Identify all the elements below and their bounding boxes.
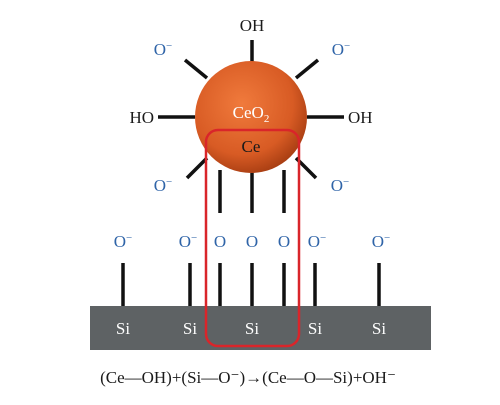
surface-oxide-label: O− [179,232,198,251]
ce-core-label: Ce [242,137,261,156]
reaction-equation: (Ce—OH)+(Si—O⁻)→(Ce—O—Si)+OH⁻ [100,368,396,387]
particle-oxide-label: O− [332,40,351,59]
hydroxyl-label-top: OH [240,16,265,35]
hydroxyl-label-right: OH [348,108,373,127]
surface-oxide-labels: O− O− O O O O− O− [114,232,391,251]
surface-oxide-label: O− [372,232,391,251]
si-label: Si [372,319,386,338]
surface-oxide-label: O− [114,232,133,251]
surface-oxide-label: O [246,232,258,251]
si-label: Si [308,319,322,338]
substrate-labels: Si Si Si Si Si [116,319,386,338]
bonding-site-highlight [204,128,301,348]
si-label: Si [183,319,197,338]
particle-oxide-label: O− [331,176,350,195]
particle-oxide-labels: O− O− O− O− [154,40,351,195]
ceo2-particle [195,61,307,173]
surface-bonds [121,263,381,306]
particle-oxide-label: O− [154,40,173,59]
si-label: Si [245,319,259,338]
particle-formula: CeO2 [233,103,270,125]
particle-bond [294,58,320,80]
surface-oxide-label: O− [308,232,327,251]
surface-oxide-label: O [278,232,290,251]
particle-oxide-label: O− [154,176,173,195]
particle-bond [185,156,209,180]
hydroxyl-label-left: HO [129,108,154,127]
particle-bond [183,58,209,80]
silicon-substrate [90,306,431,350]
si-label: Si [116,319,130,338]
surface-oxide-label: O [214,232,226,251]
particle-bonds [158,40,344,213]
